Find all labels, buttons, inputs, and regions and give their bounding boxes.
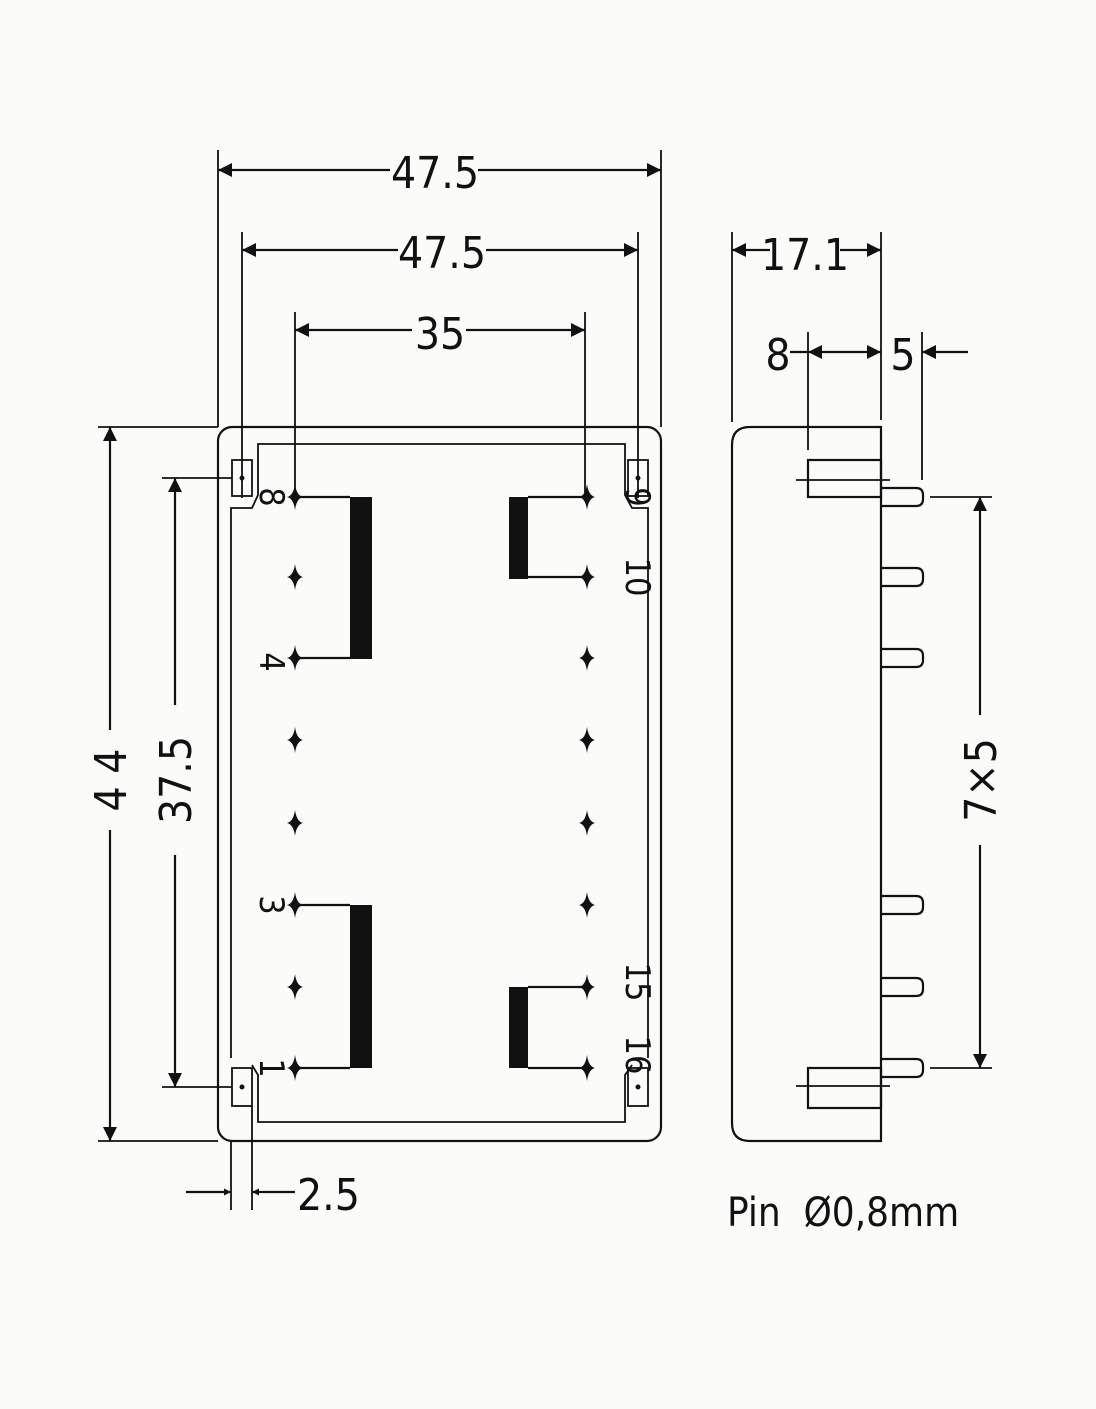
pin-label-1: 1 [251, 1058, 291, 1077]
dim-mount-pitch: 37.5 [151, 736, 202, 824]
side-pin [881, 647, 925, 669]
pin-marker [287, 564, 303, 590]
dim-pin-outer-width: 47.5 [398, 228, 486, 279]
dim-stub-length: 8 [765, 330, 790, 381]
front-view: 8 4 3 1 9 10 15 16 47.5 47.5 35 4 4 [86, 148, 663, 1221]
pin-marker [579, 1055, 595, 1081]
pin-marker [287, 974, 303, 1000]
pin-label-4: 4 [251, 652, 291, 671]
pin-label-3: 3 [251, 895, 291, 914]
dim-depth: 17.1 [761, 230, 849, 281]
side-pins [881, 486, 925, 1079]
pin-marker [579, 810, 595, 836]
pin-marker [287, 727, 303, 753]
pin-label-16: 16 [617, 1036, 657, 1075]
top-stub [806, 458, 883, 499]
dim-pin-length: 5 [890, 330, 915, 381]
pin-marker [579, 727, 595, 753]
pin-label-9: 9 [617, 487, 657, 506]
inner-outline [230, 443, 649, 1058]
dim-pin-span: 7×5 [956, 738, 1007, 822]
pin-label-8: 8 [251, 487, 291, 506]
pin-label-10: 10 [617, 558, 657, 597]
pin-markers [287, 484, 595, 1081]
pin-label-15: 15 [617, 963, 657, 1002]
pin-marker [579, 892, 595, 918]
side-pin [881, 1057, 925, 1079]
side-pin [881, 566, 925, 588]
pin-marker [287, 645, 303, 671]
side-pin [881, 486, 925, 508]
side-view: 17.1 8 5 7×5 Pin Ø0,8mm [727, 230, 1007, 1236]
pin-marker [287, 1055, 303, 1081]
body-outline [216, 425, 663, 1143]
bottom-stub [806, 1066, 883, 1110]
pin-marker [579, 645, 595, 671]
inner-outline-bottom [251, 1064, 633, 1123]
side-pin [881, 894, 925, 916]
pin-marker [287, 892, 303, 918]
mount-pads [231, 459, 649, 1107]
pin-marker [287, 810, 303, 836]
extension-lines [98, 150, 662, 1210]
dim-overall-width: 47.5 [391, 148, 479, 199]
pin-diameter-note: Pin Ø0,8mm [727, 1190, 959, 1236]
pin-marker [579, 974, 595, 1000]
dim-mount-offset: 2.5 [297, 1170, 360, 1221]
dim-pin-row-spacing: 35 [415, 309, 465, 360]
side-pin [881, 976, 925, 998]
side-body-outline [730, 425, 883, 1143]
pin-marker [579, 484, 595, 510]
winding-bars [295, 495, 587, 1070]
dim-overall-height: 4 4 [86, 749, 137, 812]
pin-marker [579, 564, 595, 590]
